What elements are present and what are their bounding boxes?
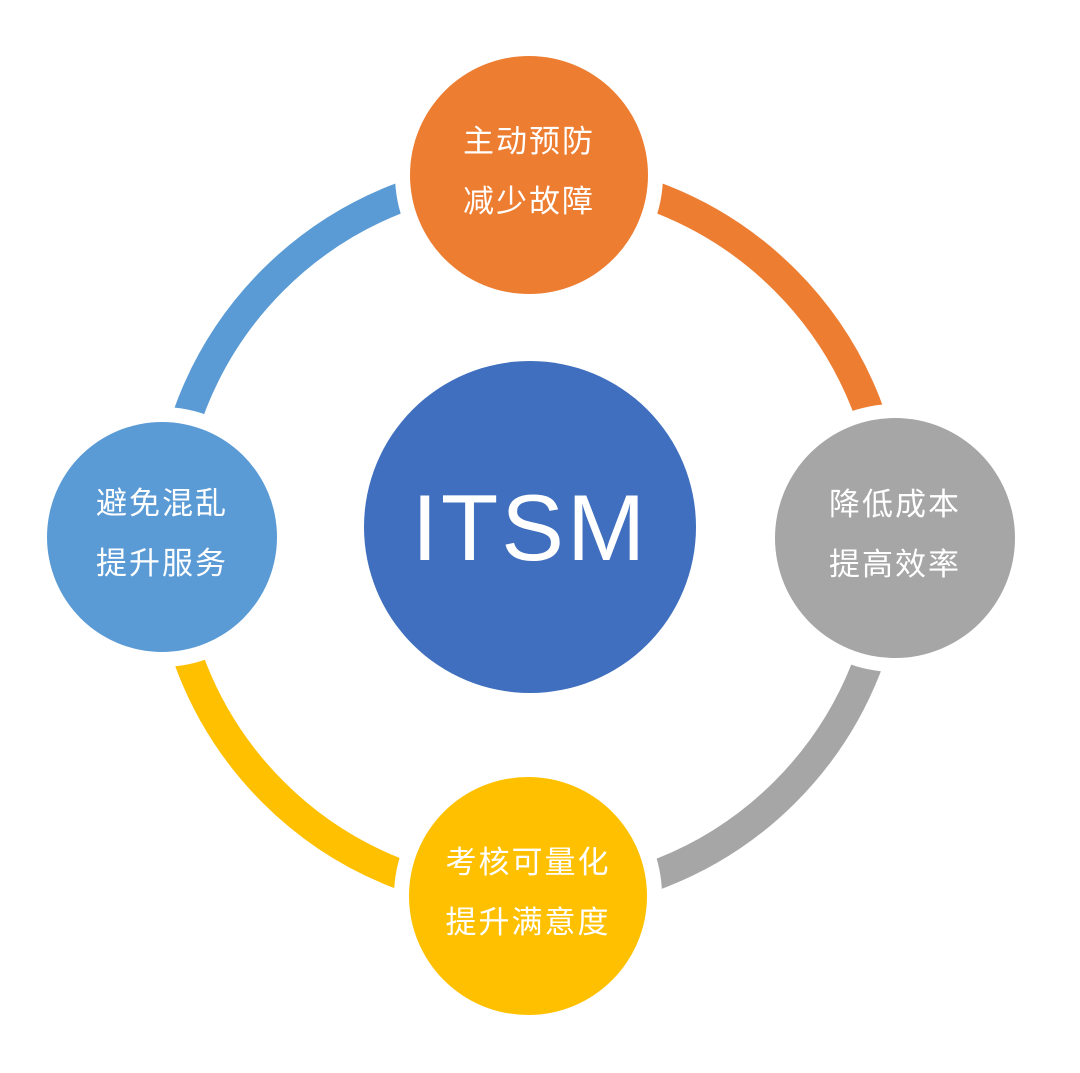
node-bottom-circle xyxy=(409,777,647,1015)
center-label: ITSM xyxy=(412,475,649,580)
node-left-label-line2: 提升服务 xyxy=(96,546,228,581)
node-right-label-line1: 降低成本 xyxy=(829,487,961,522)
node-top-circle xyxy=(410,56,648,294)
node-right-label-line2: 提高效率 xyxy=(829,547,961,582)
center-circle xyxy=(364,361,696,693)
node-top-label-line2: 减少故障 xyxy=(463,184,595,219)
node-top-label-line1: 主动预防 xyxy=(463,124,595,159)
node-bottom-label-line2: 提升满意度 xyxy=(446,905,611,940)
node-left-circle xyxy=(47,422,277,652)
node-bottom-label-line1: 考核可量化 xyxy=(446,845,611,880)
node-left-label-line1: 避免混乱 xyxy=(96,486,228,521)
node-right-circle xyxy=(775,418,1015,658)
